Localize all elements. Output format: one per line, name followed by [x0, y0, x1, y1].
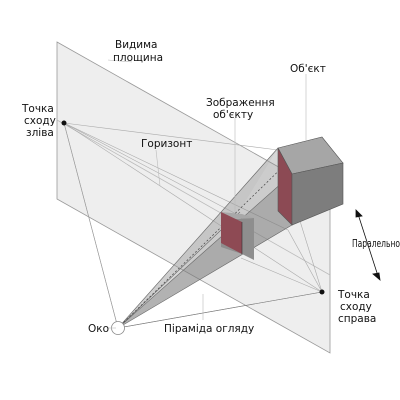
parallel-label: Паралельно	[352, 238, 400, 250]
eye-label: Око	[88, 323, 109, 335]
view-pyramid	[63, 122, 323, 329]
right-vp-label-line1: Точка	[337, 289, 370, 301]
leader-lines	[107, 59, 307, 329]
view-pyramid-label: Піраміда огляду	[164, 323, 254, 335]
right-vp-label-line2: сходу	[340, 301, 372, 313]
left-vp-label-line2: сходу	[24, 115, 56, 127]
picture-plane-label-line1: Видима	[115, 39, 157, 51]
parallel-arrow	[355, 209, 381, 281]
left-vanishing-point	[61, 120, 67, 126]
object-label: Об'єкт	[290, 63, 326, 75]
object-image-label-line2: об'єкту	[213, 109, 253, 121]
left-vp-label-line1: Точка	[21, 103, 54, 115]
cube-object	[277, 136, 344, 226]
picture-plane-label-line2: площина	[113, 52, 163, 64]
horizon-line	[56, 119, 331, 276]
right-vanishing-point	[319, 289, 325, 295]
object-image	[221, 212, 254, 260]
horizon-label: Горизонт	[141, 138, 192, 150]
left-vp-label-line3: зліва	[26, 127, 54, 139]
object-image-label-line1: Зображення	[206, 97, 275, 109]
right-vp-label-line3: справа	[338, 313, 376, 325]
